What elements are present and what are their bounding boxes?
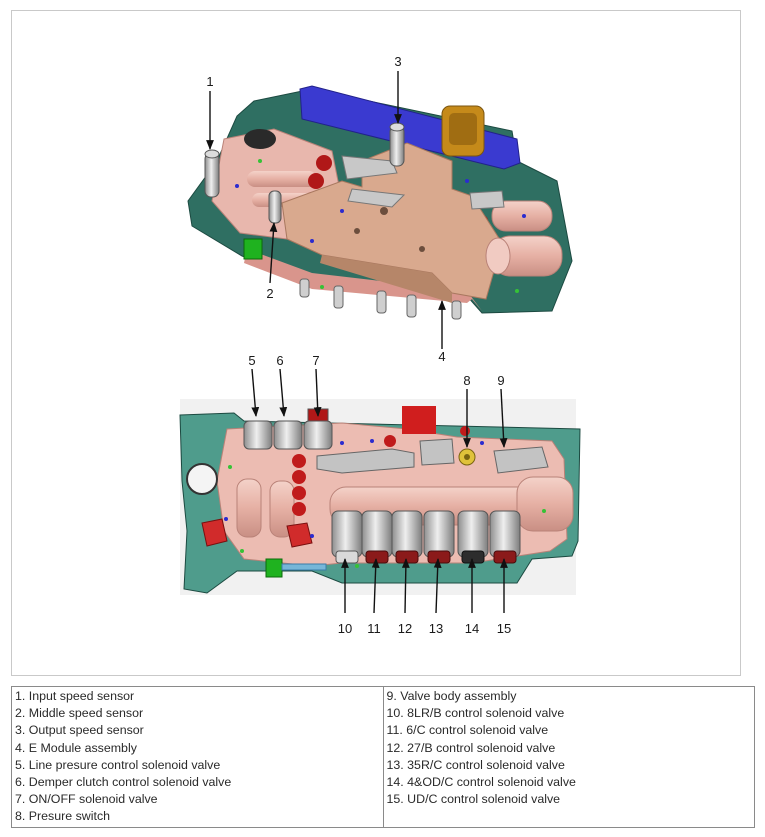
legend-item-11: 11. 6/C control solenoid valve (386, 723, 549, 738)
legend-item-3: 3. Output speed sensor (15, 723, 144, 738)
callout-line-12 (401, 558, 410, 614)
callout-label-5: 5 (248, 353, 255, 368)
callout-line-11 (371, 558, 380, 614)
callout-label-15: 15 (497, 621, 511, 636)
top-valve-body-view (187, 85, 573, 320)
callout-line-2 (269, 222, 278, 284)
callout-label-2: 2 (266, 286, 273, 301)
callout-line-6 (279, 368, 288, 417)
callout-label-8: 8 (463, 373, 470, 388)
legend-table: 1. Input speed sensor 2. Middle speed se… (11, 686, 755, 828)
callout-labels: 1 2 3 4 5 6 7 8 9 10 11 12 13 14 15 (206, 54, 511, 636)
callout-line-13 (433, 558, 442, 614)
legend-column-left: 1. Input speed sensor 2. Middle speed se… (12, 687, 383, 827)
figure-frame: 1 2 3 4 5 6 7 8 9 10 11 12 13 14 15 (11, 10, 741, 676)
legend-item-6: 6. Demper clutch control solenoid valve (15, 775, 232, 790)
legend-item-14: 14. 4&OD/C control solenoid valve (386, 775, 576, 790)
callout-label-1: 1 (206, 74, 213, 89)
legend-item-7: 7. ON/OFF solenoid valve (15, 792, 158, 807)
legend-item-10: 10. 8LR/B control solenoid valve (386, 706, 565, 721)
callout-label-4: 4 (438, 349, 445, 364)
legend-item-2: 2. Middle speed sensor (15, 706, 144, 721)
callout-label-13: 13 (429, 621, 443, 636)
callout-label-12: 12 (398, 621, 412, 636)
legend-item-13: 13. 35R/C control solenoid valve (386, 757, 565, 772)
callout-line-7 (313, 368, 322, 417)
callout-lines (206, 71, 508, 614)
callout-label-10: 10 (338, 621, 352, 636)
legend-item-9: 9. Valve body assembly (386, 689, 517, 703)
legend-item-15: 15. UD/C control solenoid valve (386, 792, 561, 807)
legend-item-12: 12. 27/B control solenoid valve (386, 740, 556, 755)
legend-item-5: 5. Line presure control solenoid valve (15, 757, 221, 772)
bottom-valve-body-view (179, 399, 581, 595)
callout-label-14: 14 (465, 621, 479, 636)
legend-item-4: 4. E Module assembly (15, 740, 137, 755)
callout-label-9: 9 (497, 373, 504, 388)
callout-label-11: 11 (367, 621, 381, 636)
legend-item-1: 1. Input speed sensor (15, 689, 135, 703)
legend-item-8: 8. Presure switch (15, 809, 111, 824)
callout-label-7: 7 (312, 353, 319, 368)
callout-line-5 (251, 368, 260, 417)
valve-body-illustration: 1 2 3 4 5 6 7 8 9 10 11 12 13 14 15 (179, 54, 581, 636)
callout-label-3: 3 (394, 54, 401, 69)
callout-label-6: 6 (276, 353, 283, 368)
legend-column-right: 9. Valve body assembly 10. 8LR/B control… (382, 687, 755, 827)
callout-line-9 (499, 388, 508, 448)
